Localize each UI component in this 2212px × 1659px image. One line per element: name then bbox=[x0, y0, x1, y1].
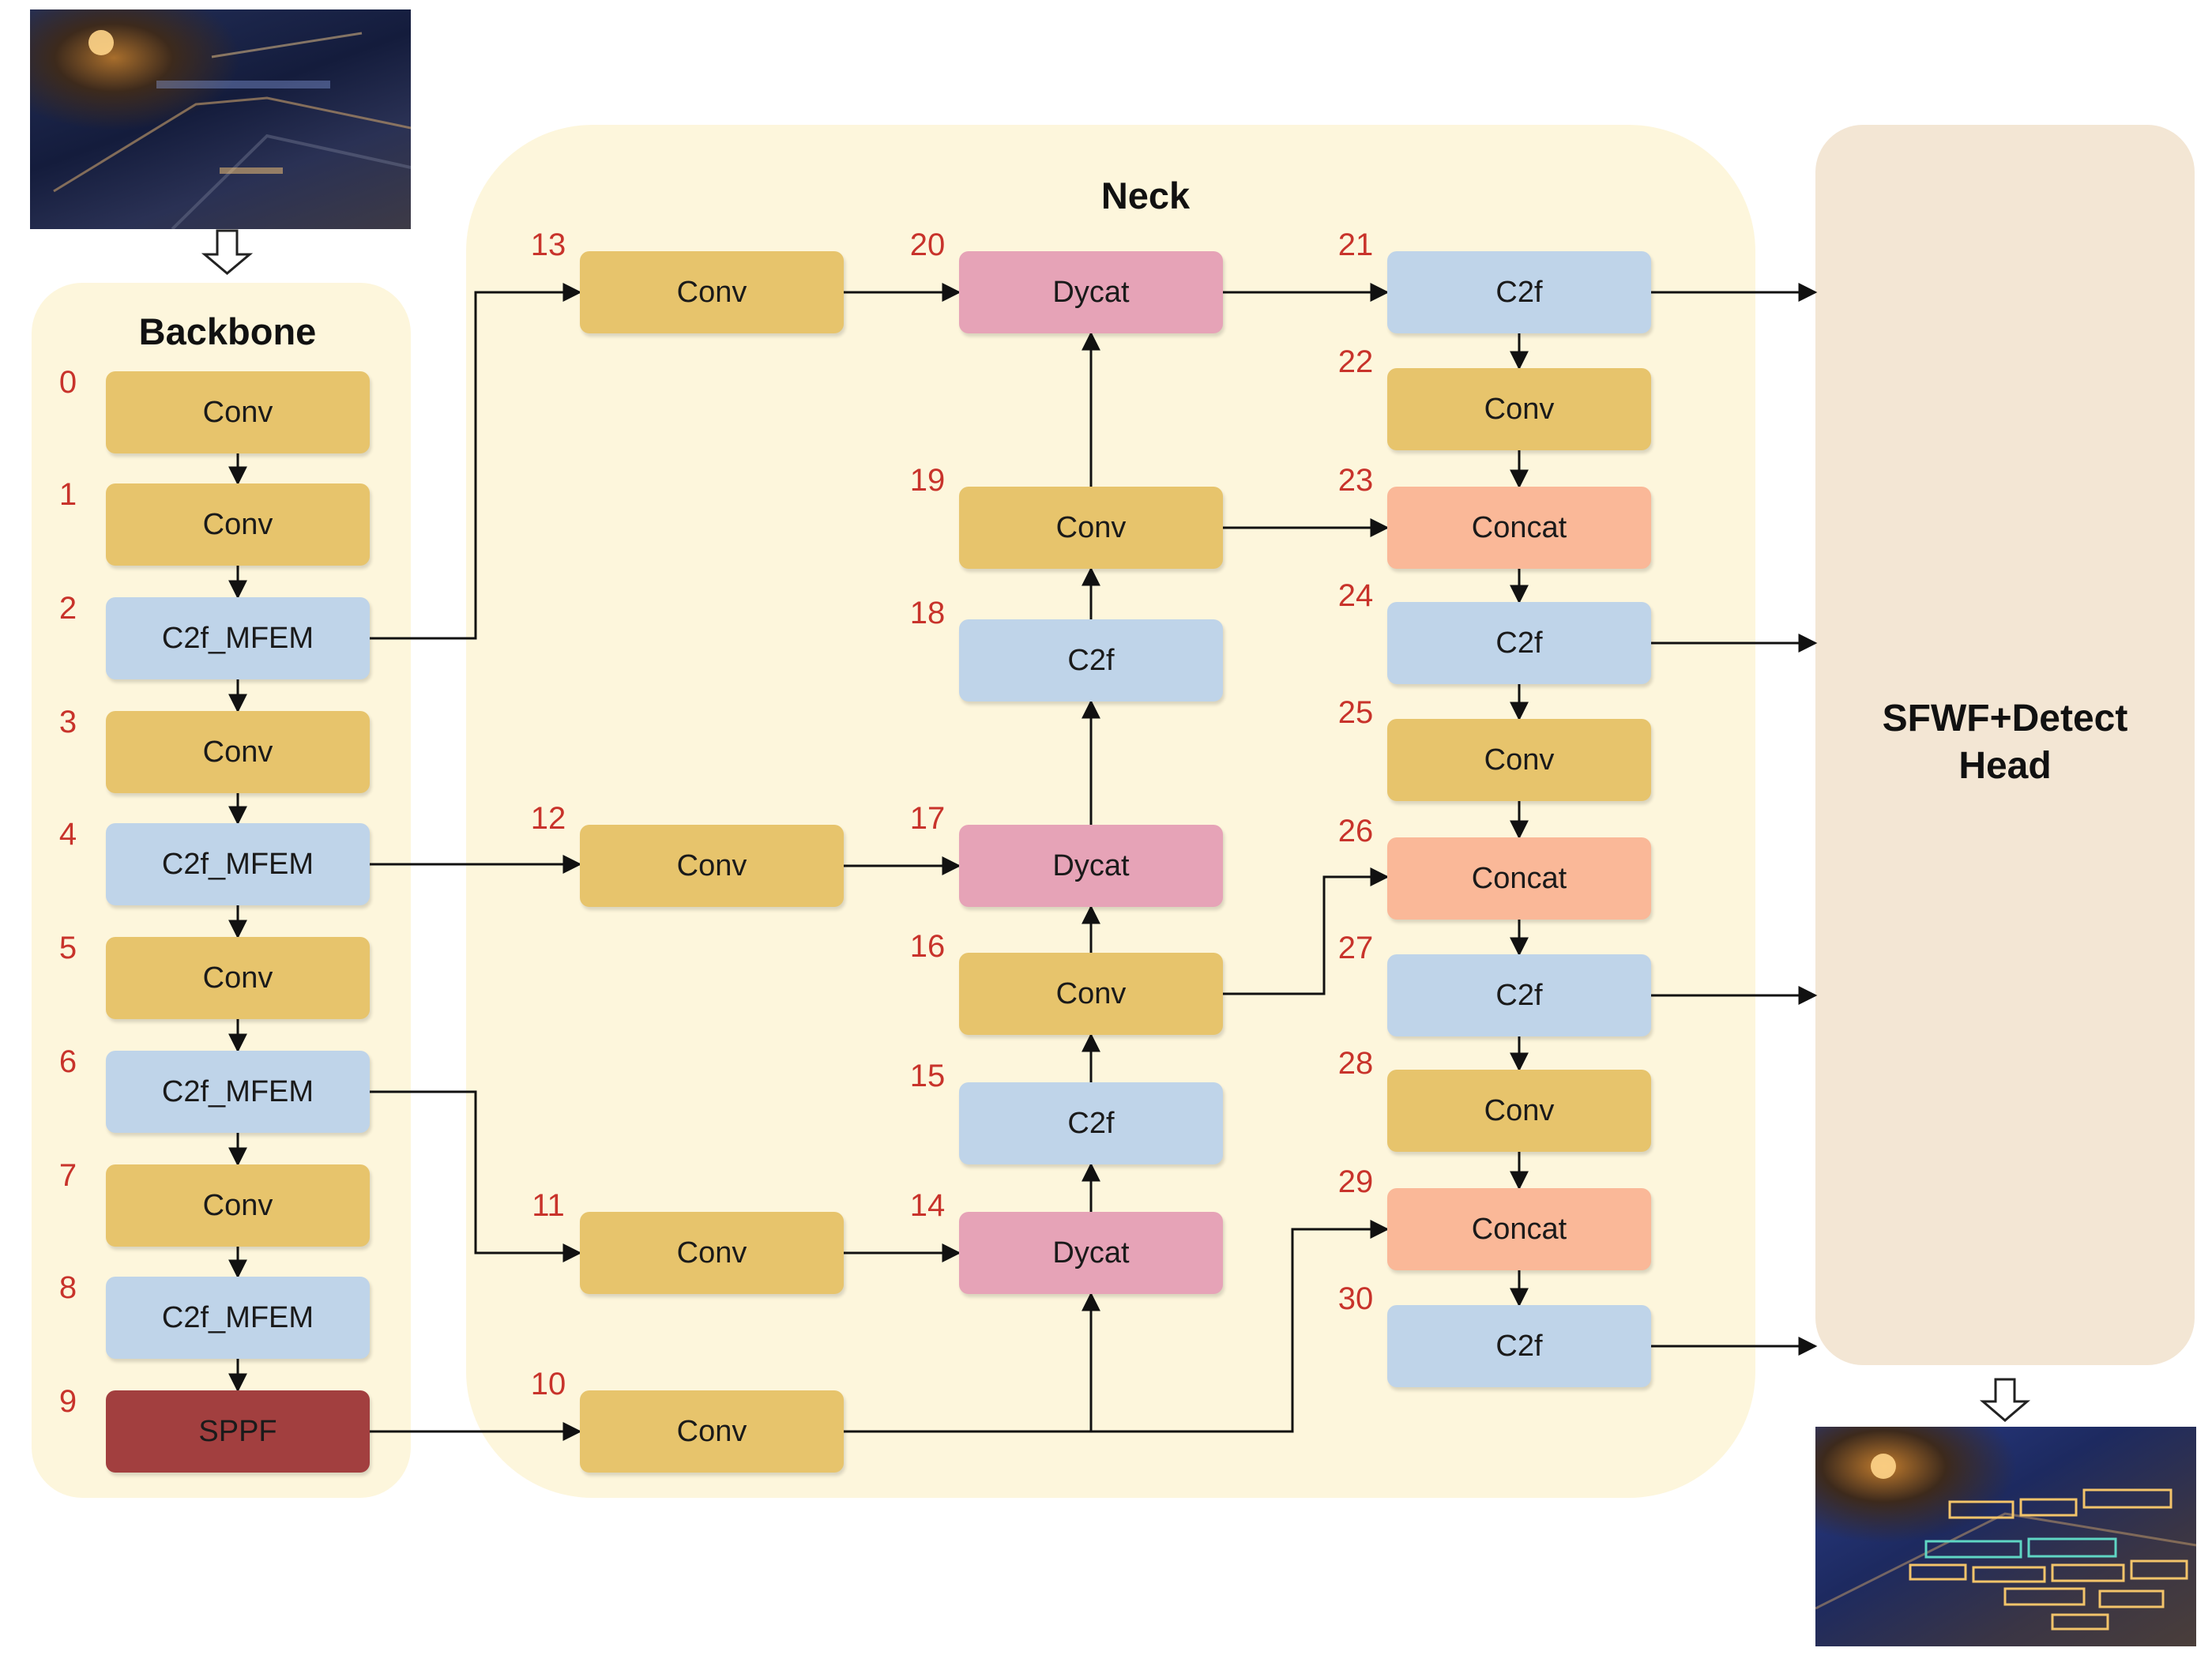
index-label-14: 14 bbox=[909, 1188, 946, 1223]
block-22-conv: Conv bbox=[1387, 368, 1651, 450]
index-label-26: 26 bbox=[1337, 814, 1374, 848]
arrow-10-14 bbox=[844, 1292, 1100, 1433]
block-19-conv: Conv bbox=[959, 487, 1223, 569]
block-18-c2f: C2f bbox=[959, 619, 1223, 702]
block-14-dycat: Dycat bbox=[959, 1212, 1223, 1294]
index-label-2: 2 bbox=[58, 591, 77, 626]
head-title-line1: SFWF+Detect bbox=[1882, 698, 2128, 739]
index-label-13: 13 bbox=[530, 228, 566, 262]
index-label-7: 7 bbox=[58, 1158, 77, 1193]
output-image bbox=[1815, 1427, 2196, 1646]
input-image bbox=[30, 9, 411, 229]
block-10-conv: Conv bbox=[580, 1390, 844, 1473]
index-label-27: 27 bbox=[1337, 931, 1374, 965]
block-23-concat: Concat bbox=[1387, 487, 1651, 569]
backbone-title: Backbone bbox=[138, 310, 317, 352]
index-label-10: 10 bbox=[530, 1367, 566, 1401]
block-5-conv: Conv bbox=[106, 937, 370, 1019]
index-label-9: 9 bbox=[58, 1384, 77, 1419]
index-label-4: 4 bbox=[58, 817, 77, 852]
input-down-arrow-icon bbox=[201, 229, 254, 275]
block-28-conv: Conv bbox=[1387, 1070, 1651, 1152]
index-label-16: 16 bbox=[909, 929, 946, 964]
block-9-sppf: SPPF bbox=[106, 1390, 370, 1473]
index-label-0: 0 bbox=[58, 365, 77, 400]
index-label-11: 11 bbox=[532, 1188, 565, 1223]
block-20-dycat: Dycat bbox=[959, 251, 1223, 333]
block-6-c2f-mfem: C2f_MFEM bbox=[106, 1051, 370, 1133]
block-1-conv: Conv bbox=[106, 483, 370, 566]
head-panel bbox=[1815, 125, 2195, 1365]
arrow-10-29 bbox=[1091, 1220, 1390, 1433]
index-label-29: 29 bbox=[1337, 1164, 1374, 1199]
block-0-conv: Conv bbox=[106, 371, 370, 453]
block-13-conv: Conv bbox=[580, 251, 844, 333]
block-11-conv: Conv bbox=[580, 1212, 844, 1294]
index-label-20: 20 bbox=[909, 228, 946, 262]
block-24-c2f: C2f bbox=[1387, 602, 1651, 684]
arrow-2-13 bbox=[370, 283, 582, 640]
block-30-c2f: C2f bbox=[1387, 1305, 1651, 1387]
index-label-19: 19 bbox=[909, 463, 946, 498]
block-29-concat: Concat bbox=[1387, 1188, 1651, 1270]
head-title: SFWF+Detect Head bbox=[1823, 695, 2187, 790]
index-label-23: 23 bbox=[1337, 463, 1374, 498]
index-label-5: 5 bbox=[58, 931, 77, 965]
output-down-arrow-icon bbox=[1979, 1378, 2031, 1422]
index-label-12: 12 bbox=[530, 801, 566, 836]
arrow-6-11 bbox=[370, 1090, 582, 1262]
index-label-1: 1 bbox=[58, 477, 77, 512]
index-label-24: 24 bbox=[1337, 578, 1374, 613]
index-label-6: 6 bbox=[58, 1044, 77, 1079]
block-2-c2f-mfem: C2f_MFEM bbox=[106, 597, 370, 679]
index-label-28: 28 bbox=[1337, 1046, 1374, 1081]
block-16-conv: Conv bbox=[959, 953, 1223, 1035]
block-12-conv: Conv bbox=[580, 825, 844, 907]
block-15-c2f: C2f bbox=[959, 1082, 1223, 1164]
block-25-conv: Conv bbox=[1387, 719, 1651, 801]
block-8-c2f-mfem: C2f_MFEM bbox=[106, 1277, 370, 1359]
block-21-c2f: C2f bbox=[1387, 251, 1651, 333]
index-label-21: 21 bbox=[1337, 228, 1374, 262]
index-label-8: 8 bbox=[58, 1270, 77, 1305]
index-label-22: 22 bbox=[1337, 344, 1374, 379]
index-label-15: 15 bbox=[909, 1059, 946, 1093]
index-label-18: 18 bbox=[909, 596, 946, 630]
neck-title: Neck bbox=[1100, 175, 1191, 216]
index-label-25: 25 bbox=[1337, 695, 1374, 730]
block-7-conv: Conv bbox=[106, 1164, 370, 1247]
block-17-dycat: Dycat bbox=[959, 825, 1223, 907]
block-27-c2f: C2f bbox=[1387, 954, 1651, 1036]
block-3-conv: Conv bbox=[106, 711, 370, 793]
arrow-16-26 bbox=[1223, 867, 1390, 995]
block-26-concat: Concat bbox=[1387, 837, 1651, 920]
head-title-line2: Head bbox=[1958, 745, 2052, 787]
index-label-30: 30 bbox=[1337, 1281, 1374, 1316]
index-label-17: 17 bbox=[909, 801, 946, 836]
index-label-3: 3 bbox=[58, 705, 77, 739]
block-4-c2f-mfem: C2f_MFEM bbox=[106, 823, 370, 905]
